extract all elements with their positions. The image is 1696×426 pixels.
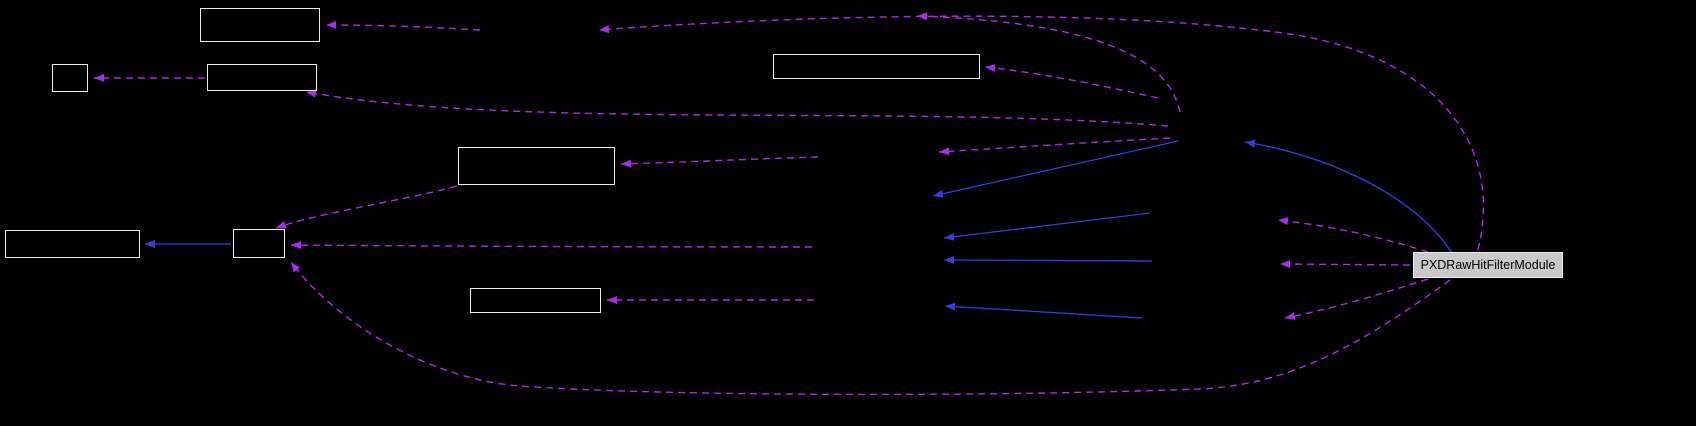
edge-solid-pxd-to-hub [1244, 139, 1453, 254]
class-node-6[interactable] [233, 229, 285, 258]
edge-dashed-pxd-b [1279, 260, 1411, 269]
edge-dashed-pxd-c [1284, 278, 1429, 320]
edge-dashed-to-node6-c [275, 182, 469, 229]
edge-dashed-hub-left [938, 137, 1171, 156]
edge-solid-mid-a [932, 140, 1179, 198]
class-node-1[interactable] [200, 8, 320, 42]
class-node-5[interactable] [5, 230, 140, 258]
edge-solid-mid-b [943, 212, 1151, 241]
edge-dashed-to-node6-a [290, 241, 813, 250]
edge-solid-mid-d [944, 302, 1143, 319]
class-node-3[interactable] [207, 64, 317, 91]
edge-dashed-to-node4 [620, 156, 819, 168]
edge-solid-mid-c [943, 256, 1153, 265]
class-node-pxdrawhitfiltermodule: PXDRawHitFilterModule [1413, 252, 1563, 278]
edge-dashed-to-node8 [984, 64, 1159, 99]
edge-dashed-to-node6-b [290, 261, 1451, 396]
edge-dashed-to-node3 [305, 89, 1169, 127]
edge-dashed-top-long [598, 15, 1485, 251]
highlight-node-label: PXDRawHitFilterModule [1420, 257, 1556, 272]
edge-dashed-to-node1 [325, 21, 481, 31]
class-node-8[interactable] [773, 54, 980, 79]
class-node-4[interactable] [458, 147, 615, 185]
class-node-2[interactable] [52, 64, 88, 92]
class-node-7[interactable] [470, 288, 601, 313]
edge-dashed-pxd-a [1277, 217, 1429, 253]
edge-dashed-hub-top [916, 12, 1181, 113]
